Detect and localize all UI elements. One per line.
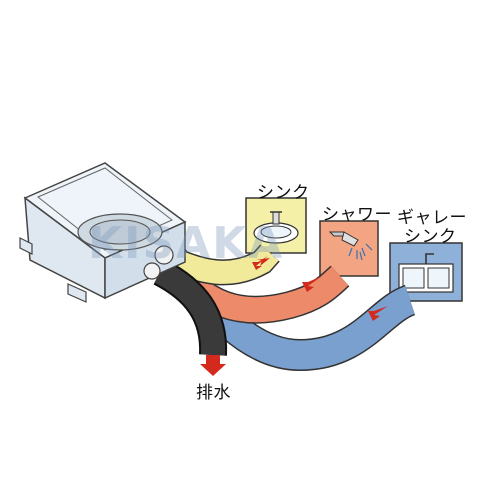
- watermark-logo: KISAKA: [88, 218, 285, 269]
- galley-sink-label-line2: シンク: [404, 227, 457, 247]
- galley-sink-label-line1: ギャレー: [397, 208, 467, 228]
- drain-label: 排水: [196, 383, 231, 403]
- shower-label: シャワー: [322, 205, 392, 225]
- flow-arrow-icon: [254, 258, 270, 266]
- flow-arrow-icon: [368, 306, 388, 321]
- flow-arrow-icon: [200, 355, 226, 376]
- sink-panel: [245, 197, 307, 254]
- shower-head-icon: [328, 231, 373, 261]
- flow-arrow-icon: [252, 256, 268, 270]
- sink-label: シンク: [257, 183, 310, 203]
- wash-basin-icon: [253, 211, 299, 244]
- double-sink-icon: [398, 253, 454, 293]
- gray-water-tank: [19, 162, 187, 303]
- flow-arrows: [200, 256, 388, 376]
- flow-arrow-icon: [302, 276, 322, 292]
